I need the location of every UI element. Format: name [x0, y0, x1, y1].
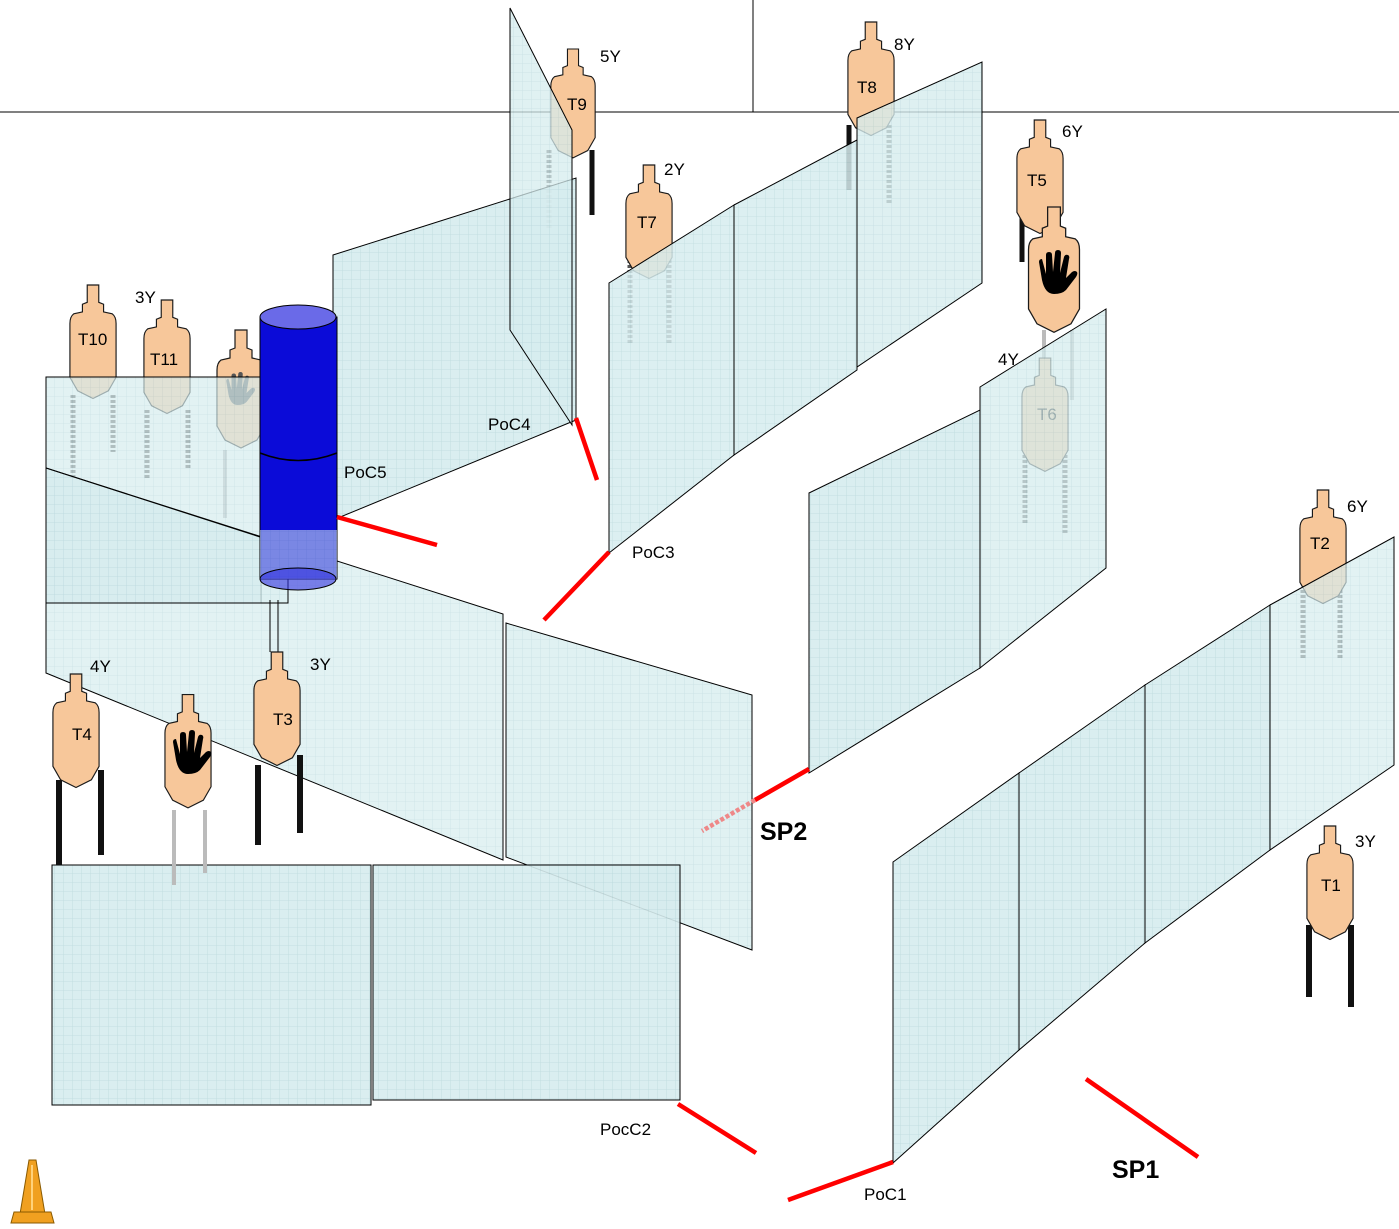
fault-line-poc1 [787, 1159, 894, 1203]
wall-right-middle-1 [808, 409, 981, 774]
target-t1-label: T1 [1321, 876, 1341, 895]
wall-right-3 [1144, 604, 1271, 944]
target-t4-distance: 4Y [90, 657, 111, 676]
no-shoot-hand-icon [173, 730, 212, 774]
target-t2-distance: 6Y [1347, 497, 1368, 516]
walls [45, 7, 1395, 1165]
wall-center-3 [856, 61, 983, 368]
target-t8-label: T8 [857, 78, 877, 97]
target-t7-label: T7 [637, 213, 657, 232]
traffic-cone-icon [10, 1159, 55, 1224]
fault-line-poc3 [542, 550, 611, 622]
wall-center-2 [733, 139, 858, 456]
target-t2-label: T2 [1310, 534, 1330, 553]
target-t9-distance: 5Y [600, 47, 621, 66]
fault-line-sp2-b [700, 798, 757, 833]
background-lines [0, 0, 1399, 113]
fault-line-sp2-a [753, 767, 811, 802]
target-t11-distance: 3Y [135, 288, 156, 307]
target-t5: T5 6Y [1016, 119, 1083, 262]
no-shoot-target-front [164, 693, 212, 885]
walls-front [51, 864, 681, 1106]
label-pocc2: PocC2 [600, 1120, 651, 1139]
label-sp1: SP1 [1112, 1156, 1159, 1184]
wall-left-short [45, 467, 289, 604]
label-sp2: SP2 [760, 818, 807, 846]
target-t10-label: T10 [78, 330, 107, 349]
target-t5-distance: 6Y [1062, 122, 1083, 141]
target-t5-label: T5 [1027, 171, 1047, 190]
fault-line-poc5 [336, 514, 438, 548]
target-t3-distance: 3Y [310, 655, 331, 674]
wall-right-2 [1018, 684, 1146, 1052]
fault-line-sp1 [1084, 1077, 1200, 1159]
fault-line-pocc2 [676, 1102, 758, 1155]
target-t1-distance: 3Y [1355, 832, 1376, 851]
target-t1: T1 3Y [1306, 825, 1376, 1007]
no-shoot-hand-icon [1039, 250, 1078, 294]
wall-front-left-1 [51, 864, 372, 1106]
target-t4-label: T4 [72, 725, 92, 744]
label-poc1: PoC1 [864, 1185, 907, 1204]
wall-t9-diagonal [509, 7, 573, 427]
target-t6-distance: 4Y [998, 350, 1019, 369]
label-poc4: PoC4 [488, 415, 531, 434]
target-t7-distance: 2Y [664, 160, 685, 179]
wall-front-left-2 [372, 864, 681, 1101]
label-poc5: PoC5 [344, 463, 387, 482]
fault-line-poc4 [573, 417, 600, 481]
label-poc3: PoC3 [632, 543, 675, 562]
target-t4: T4 4Y [52, 657, 111, 865]
fault-lines [336, 417, 1200, 1203]
barrel-icon [259, 304, 338, 591]
wall-right-4 [1269, 536, 1395, 851]
target-t3: T3 3Y [253, 651, 331, 845]
wall-right-middle-2 [979, 308, 1107, 670]
target-t3-label: T3 [273, 710, 293, 729]
target-t8-distance: 8Y [894, 35, 915, 54]
wall-right-1 [892, 772, 1020, 1165]
target-t11-label: T11 [150, 350, 178, 369]
target-t9-label: T9 [567, 95, 587, 114]
